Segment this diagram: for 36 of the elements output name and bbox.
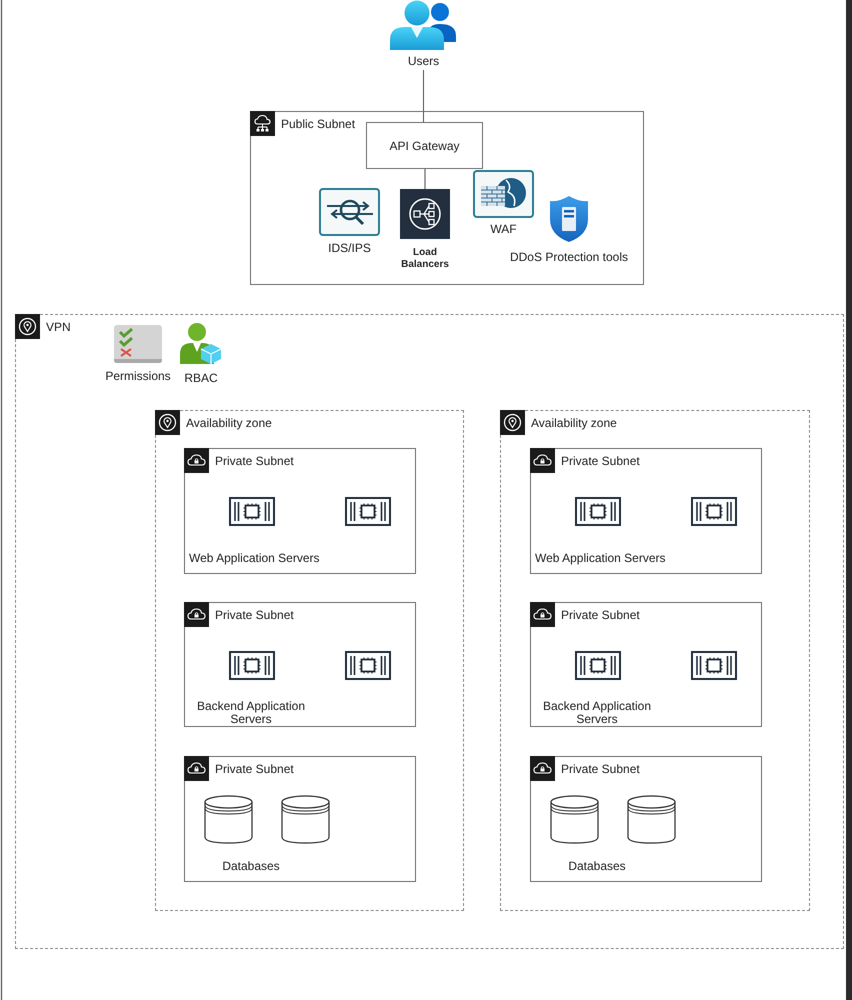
icon-label: RBAC: [183, 372, 219, 385]
icon-label: IDS/IPS: [327, 242, 372, 255]
subnet-group: [530, 448, 762, 574]
process-box: API Gateway: [366, 122, 483, 169]
icon-label: WAF: [489, 223, 518, 236]
connector-line: [423, 70, 424, 122]
group-label: Availability zone: [186, 416, 272, 430]
subnet-label: Databases: [221, 860, 281, 873]
subnet-group: [184, 448, 416, 574]
subnet-group: [530, 756, 762, 882]
group-label: Private Subnet: [215, 454, 294, 468]
icon-label: DDoS Protection tools: [508, 251, 630, 264]
subnet-label: Web Application Servers: [189, 552, 321, 565]
group-label: Private Subnet: [561, 454, 640, 468]
group-label: Availability zone: [531, 416, 617, 430]
group-label: Private Subnet: [561, 762, 640, 776]
availability-zone-group: [155, 410, 464, 911]
group-label: VPN: [46, 320, 71, 334]
group-label: Private Subnet: [215, 762, 294, 776]
icon-label: Permissions: [104, 370, 172, 383]
subnet-label: Backend Application Servers: [542, 700, 652, 726]
subnet-group: [530, 602, 762, 727]
group-label: Private Subnet: [561, 608, 640, 622]
icon-label: Load Balancers: [400, 247, 450, 271]
subnet-label: Web Application Servers: [535, 552, 667, 565]
subnet-group: [184, 756, 416, 882]
subnet-group: [250, 111, 644, 285]
group-label: Private Subnet: [215, 608, 294, 622]
subnet-label: Databases: [567, 860, 627, 873]
vpn-group: [15, 314, 844, 949]
subnet-label: Backend Application Servers: [196, 700, 306, 726]
availability-zone-group: [500, 410, 810, 911]
icon-label: Users: [406, 55, 440, 68]
subnet-group: [184, 602, 416, 727]
connector-line: [424, 168, 426, 190]
group-label: Public Subnet: [281, 117, 356, 131]
